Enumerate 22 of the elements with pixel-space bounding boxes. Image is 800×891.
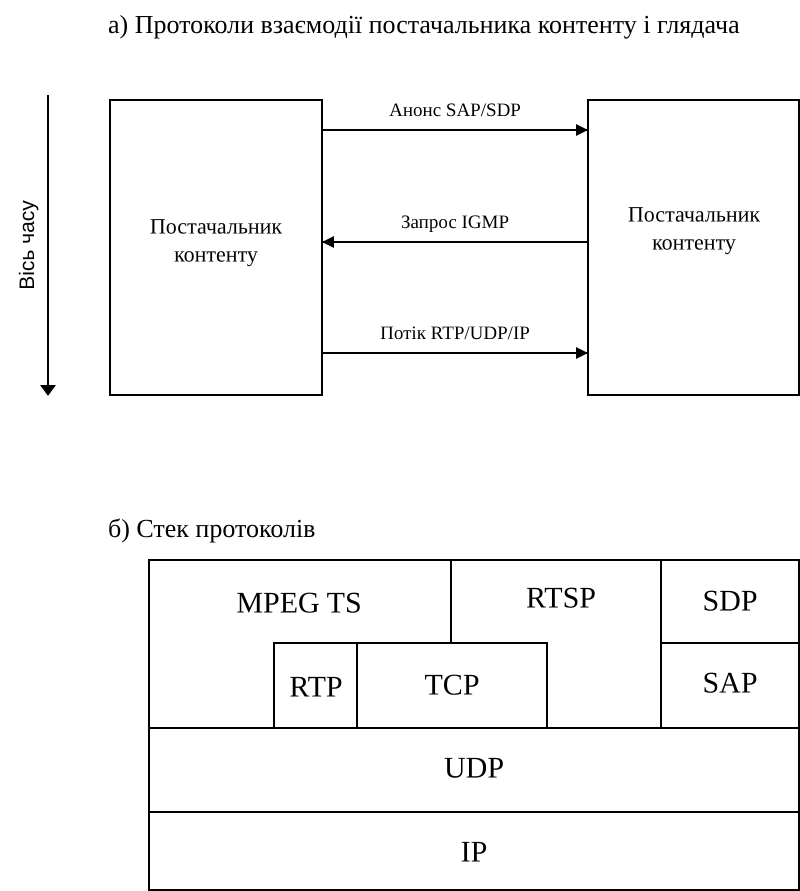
- layer-label: UDP: [444, 750, 504, 786]
- protocol-layer: [661, 560, 799, 643]
- process-box: [110, 100, 322, 395]
- arrow: [322, 347, 588, 359]
- protocol-layer: [149, 812, 799, 890]
- process-box: [588, 100, 799, 395]
- layer-label: SAP: [702, 665, 758, 702]
- layer-label: IP: [460, 834, 488, 870]
- arrow: [322, 124, 588, 136]
- layer-label: TCP: [424, 667, 480, 704]
- layer-label: RTSP: [526, 580, 596, 616]
- section-heading: б) Стек протоколів: [108, 513, 316, 545]
- section-heading: а) Протоколи взаємодії постачальника контенту і глядача: [108, 9, 741, 41]
- axis-label: Вісь часу: [16, 200, 40, 290]
- arrow: [322, 236, 588, 248]
- protocol-layer: [149, 728, 799, 812]
- box-label: Постачальник контенту: [148, 212, 284, 268]
- box-label: Постачальник контенту: [626, 200, 762, 256]
- layer-label: SDP: [702, 583, 758, 620]
- layer-label: RTP: [289, 669, 343, 706]
- layer-label: MPEG TS: [236, 585, 362, 622]
- edge-label: Запрос IGMP: [398, 212, 512, 234]
